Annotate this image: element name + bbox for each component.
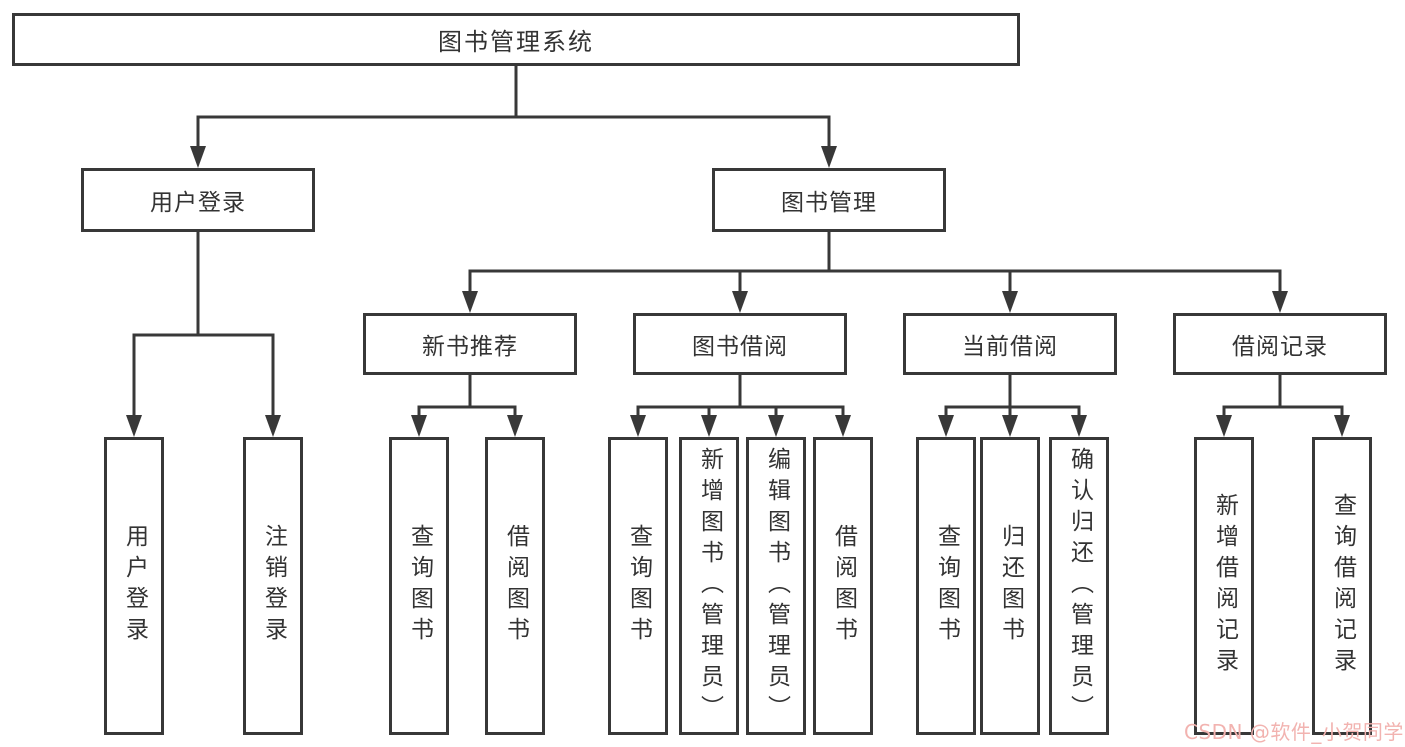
leaf-query-books-current: 查询图书 bbox=[916, 437, 976, 735]
node-borrowing-records: 借阅记录 bbox=[1173, 313, 1387, 375]
root-node-library-system: 图书管理系统 bbox=[12, 13, 1020, 66]
csdn-watermark: CSDN @软件_小贺同学 bbox=[1184, 720, 1404, 744]
leaf-borrow-books-recommend: 借阅图书 bbox=[485, 437, 545, 735]
node-new-book-recommendation: 新书推荐 bbox=[363, 313, 577, 375]
leaf-borrow-books: 借阅图书 bbox=[813, 437, 873, 735]
leaf-query-books-borrowing: 查询图书 bbox=[608, 437, 668, 735]
leaf-return-book: 归还图书 bbox=[980, 437, 1040, 735]
leaf-query-borrow-record: 查询借阅记录 bbox=[1312, 437, 1372, 735]
node-user-login: 用户登录 bbox=[81, 168, 315, 232]
leaf-edit-book-admin: 编辑图书（管理员） bbox=[746, 437, 806, 735]
node-book-borrowing: 图书借阅 bbox=[633, 313, 847, 375]
leaf-confirm-return-admin: 确认归还（管理员） bbox=[1049, 437, 1109, 735]
arrowhead-icons bbox=[126, 146, 1350, 437]
leaf-user-login: 用户登录 bbox=[104, 437, 164, 735]
leaf-add-book-admin: 新增图书（管理员） bbox=[679, 437, 739, 735]
leaf-query-books-recommend: 查询图书 bbox=[389, 437, 449, 735]
leaf-add-borrow-record: 新增借阅记录 bbox=[1194, 437, 1254, 735]
node-current-borrowing: 当前借阅 bbox=[903, 313, 1117, 375]
tree-edges bbox=[132, 64, 1344, 421]
leaf-logout: 注销登录 bbox=[243, 437, 303, 735]
node-book-management: 图书管理 bbox=[712, 168, 946, 232]
